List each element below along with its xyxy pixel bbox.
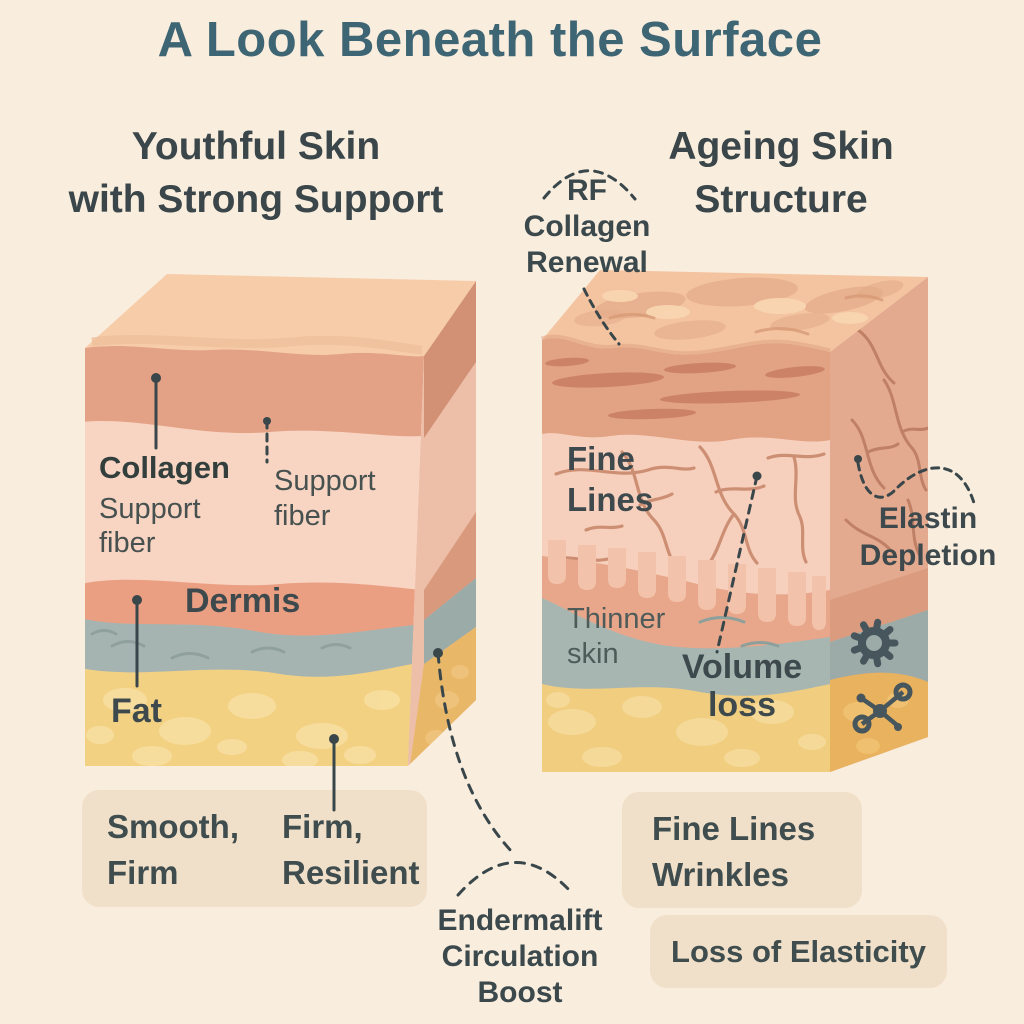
- support-fiber-label: Support fiber: [274, 464, 376, 534]
- fat-label: Fat: [111, 692, 162, 730]
- elastin-depletion-line2: Depletion: [859, 539, 997, 572]
- youthful-result-box: Smooth, Firm Firm, Resilient: [82, 790, 427, 907]
- collagen-label-sub2: fiber: [99, 526, 156, 559]
- page-title: A Look Beneath the Surface: [157, 13, 823, 67]
- endermalift-arc: [456, 861, 574, 897]
- ageing-result-box-2: Loss of Elasticity: [650, 915, 947, 988]
- rf-label-line3: Renewal: [526, 246, 648, 279]
- support-fiber-line1: Support: [274, 465, 376, 497]
- thinner-skin-line2: skin: [567, 638, 619, 670]
- dermis-label: Dermis: [185, 582, 301, 620]
- endermalift-line1: Endermalift: [437, 904, 603, 937]
- youthful-result-col2-line1: Firm,: [282, 808, 363, 845]
- fine-lines-line1: Fine: [567, 440, 635, 477]
- ageing-result2-text: Loss of Elasticity: [671, 934, 926, 969]
- youthful-result-col1-line2: Firm: [107, 854, 179, 891]
- collagen-label-sub1: Support: [99, 492, 201, 525]
- rf-connector-line: [582, 287, 621, 346]
- fine-lines-label: Fine Lines: [567, 438, 653, 520]
- endermalift-line2: Circulation: [441, 940, 599, 973]
- ageing-result1-line1: Fine Lines: [652, 810, 816, 847]
- endermalift-connector-line: [436, 651, 515, 855]
- youthful-heading-line1: Youthful Skin: [131, 125, 381, 168]
- thinner-skin-line1: Thinner: [567, 603, 666, 635]
- youthful-heading-line2: with Strong Support: [68, 178, 444, 221]
- molecule-icon: [852, 682, 913, 734]
- fine-lines-line2: Lines: [567, 481, 654, 518]
- collagen-label-title: Collagen: [99, 450, 230, 485]
- ageing-heading: Ageing Skin Structure: [556, 120, 1006, 226]
- collagen-label: Collagen Support fiber: [99, 450, 230, 560]
- ageing-result-box-1: Fine Lines Wrinkles: [622, 792, 862, 908]
- youthful-heading: Youthful Skin with Strong Support: [30, 120, 482, 226]
- rf-label-line1: RF: [567, 174, 607, 207]
- volume-loss-label: Volume loss: [676, 648, 808, 724]
- ageing-heading-line1: Ageing Skin: [668, 125, 894, 168]
- volume-loss-line1: Volume: [681, 648, 803, 686]
- rf-collagen-renewal-label: RF Collagen Renewal: [514, 173, 660, 281]
- rf-label-line2: Collagen: [523, 210, 651, 243]
- thinner-skin-label: Thinner skin: [567, 602, 665, 672]
- volume-loss-line2: loss: [707, 686, 777, 724]
- youthful-result-col2-line2: Resilient: [282, 854, 420, 891]
- volume-loss-pointer-line: [715, 474, 759, 654]
- ageing-heading-line2: Structure: [694, 178, 868, 221]
- endermalift-line3: Boost: [477, 976, 563, 1009]
- endermalift-label: Endermalift Circulation Boost: [418, 903, 622, 1011]
- gear-icon: [850, 618, 899, 668]
- youthful-result-col1-line1: Smooth,: [107, 808, 239, 845]
- ageing-result1-line2: Wrinkles: [652, 856, 789, 893]
- support-fiber-line2: fiber: [274, 500, 331, 532]
- elastin-depletion-label: Elastin Depletion: [852, 500, 1004, 574]
- elastin-connector-line: [856, 461, 976, 505]
- elastin-depletion-line1: Elastin: [878, 502, 978, 535]
